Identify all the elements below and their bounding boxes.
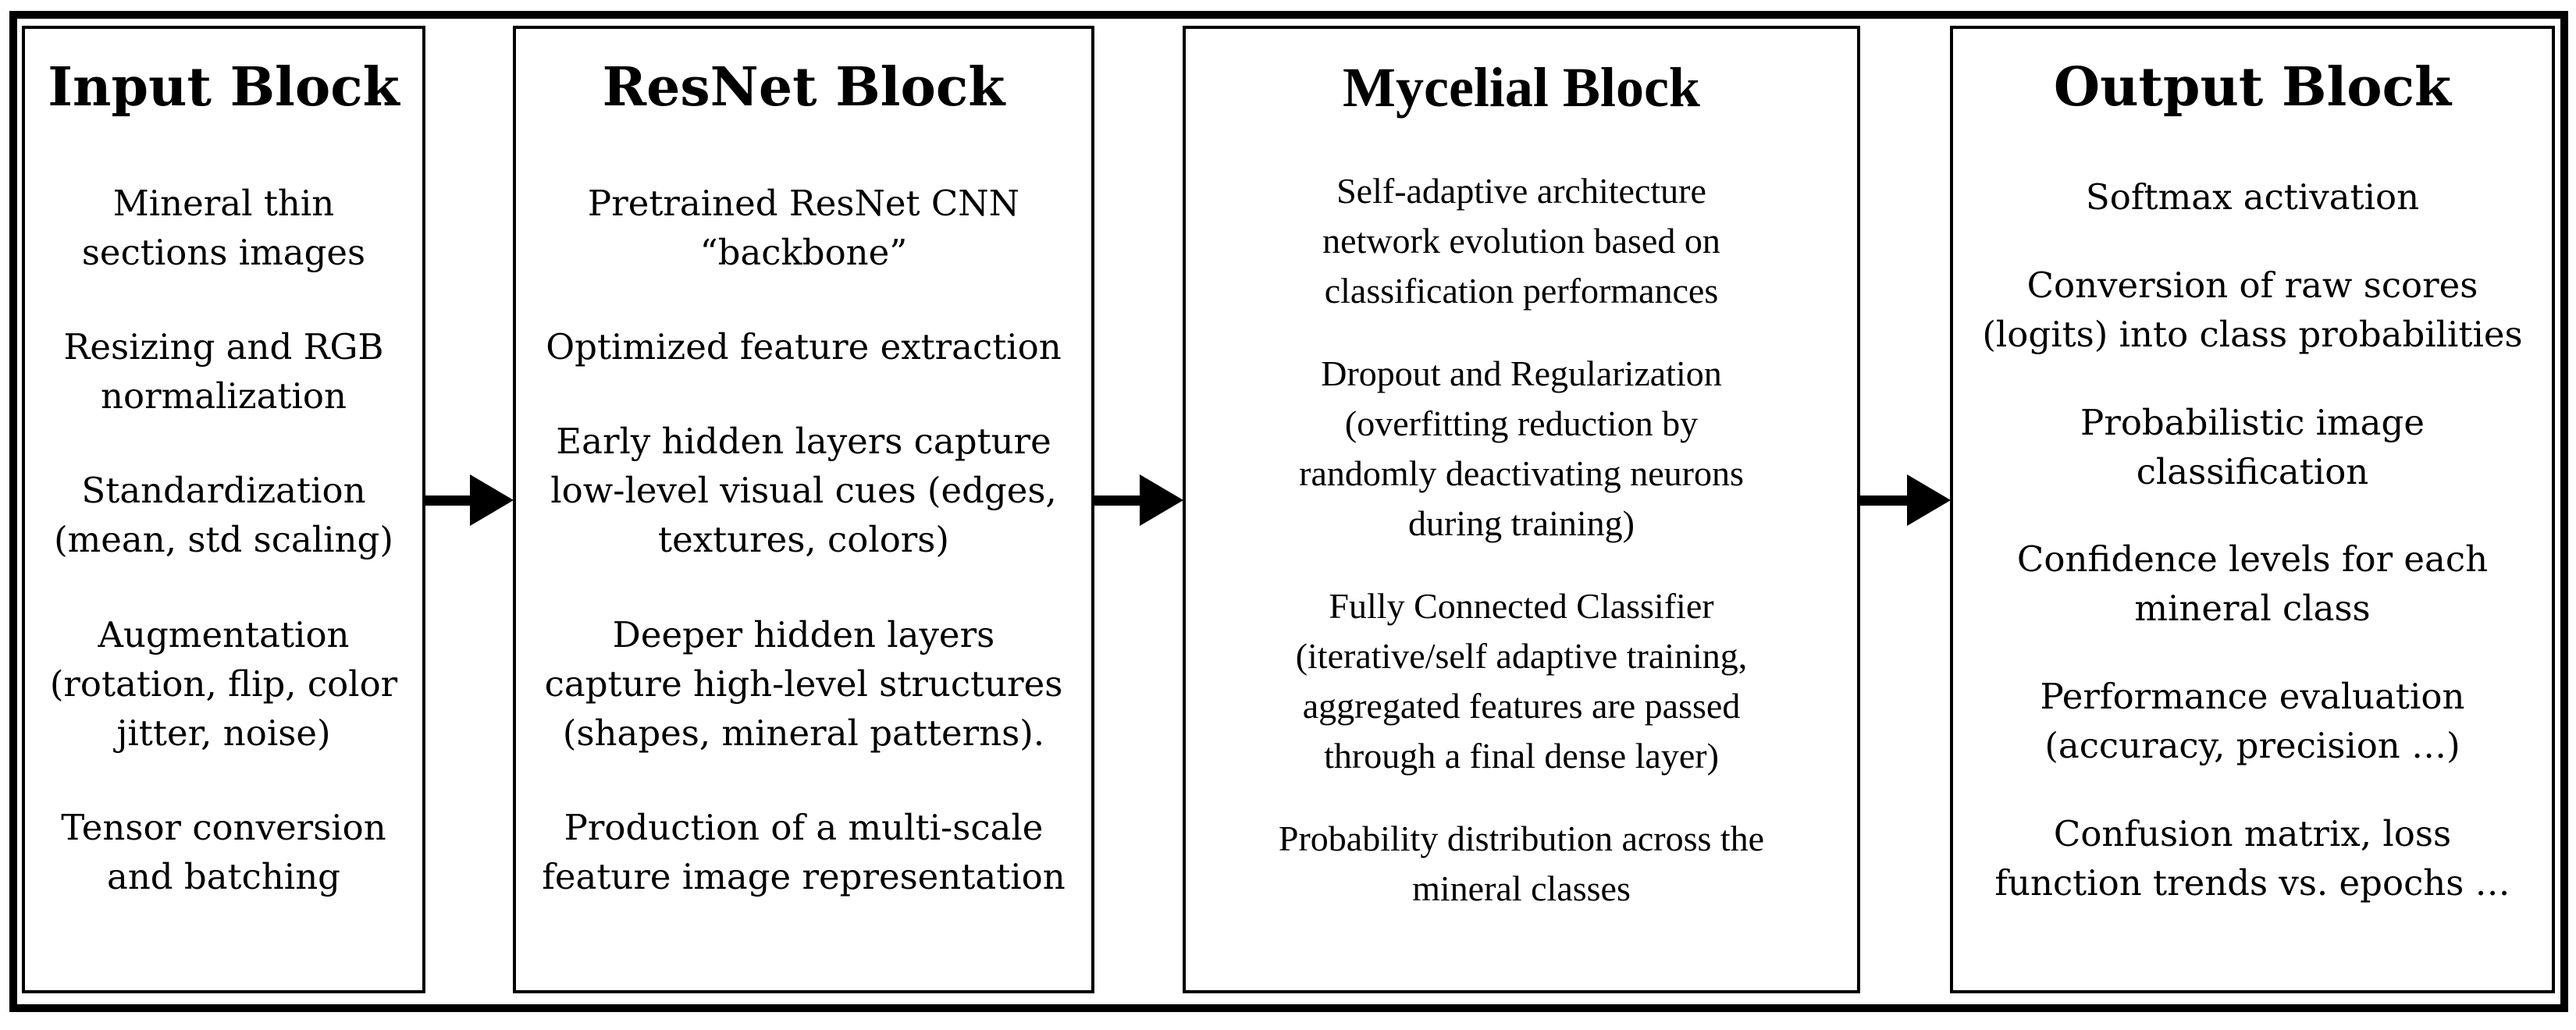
resnet-block-items: Pretrained ResNet CNN “backbone” Optimiz… [524,133,1083,947]
input-block-item: Resizing and RGB normalization [63,326,384,417]
mycelial-block-item: Dropout and Regularization (overfitting … [1299,353,1744,543]
input-block-items: Mineral thin sections images Resizing an… [33,133,415,947]
output-block-item: Confusion matrix, loss function trends v… [1994,813,2510,904]
output-block-title: Output Block [2053,56,2452,119]
output-block-items: Softmax activation Conversion of raw sco… [1961,133,2544,947]
arrow-head-icon [470,474,514,526]
input-block-item: Mineral thin sections images [81,183,366,274]
output-block-item: Probabilistic image classification [2080,401,2425,492]
mycelial-block-title: Mycelial Block [1343,56,1700,119]
arrow-head-icon [1907,474,1951,526]
mycelial-block-items: Self-adaptive architecture network evolu… [1194,133,1849,947]
output-block-item: Performance evaluation (accuracy, precis… [2040,676,2465,767]
arrow-shaft [1094,495,1140,506]
output-block-item: Softmax activation [2085,176,2420,218]
input-block-title: Input Block [48,56,400,119]
arrow-shaft [1860,495,1907,506]
arrow-mycelial-to-output [1860,474,1951,526]
output-block-item: Conversion of raw scores (logits) into c… [1982,264,2523,355]
resnet-block-item: Deeper hidden layers capture high-level … [544,613,1063,754]
input-block: Input Block Mineral thin sections images… [22,26,425,993]
mycelial-block: Mycelial Block Self-adaptive architectur… [1183,26,1860,993]
mycelial-block-item: Self-adaptive architecture network evolu… [1322,171,1720,311]
input-block-item: Standardization (mean, std scaling) [54,470,393,561]
arrow-resnet-to-mycelial [1094,474,1183,526]
mycelial-block-item: Probability distribution across the mine… [1278,819,1765,908]
output-block: Output Block Softmax activation Conversi… [1950,26,2555,993]
input-block-item: Augmentation (rotation, flip, color jitt… [49,613,398,754]
output-block-item: Confidence levels for each mineral class [2016,538,2489,630]
resnet-block: ResNet Block Pretrained ResNet CNN “back… [513,26,1094,993]
resnet-block-item: Production of a multi-scale feature imag… [542,806,1066,897]
resnet-block-item: Optimized feature extraction [546,326,1062,368]
input-block-item: Tensor conversion and batching [61,806,386,897]
mycelial-block-item: Fully Connected Classifier (iterative/se… [1295,586,1748,776]
resnet-block-item: Early hidden layers capture low-level vi… [550,421,1057,561]
arrow-head-icon [1140,474,1183,526]
arrow-shaft [425,495,470,506]
arrow-input-to-resnet [425,474,514,526]
resnet-block-title: ResNet Block [602,56,1005,119]
resnet-block-item: Pretrained ResNet CNN “backbone” [587,183,1020,274]
